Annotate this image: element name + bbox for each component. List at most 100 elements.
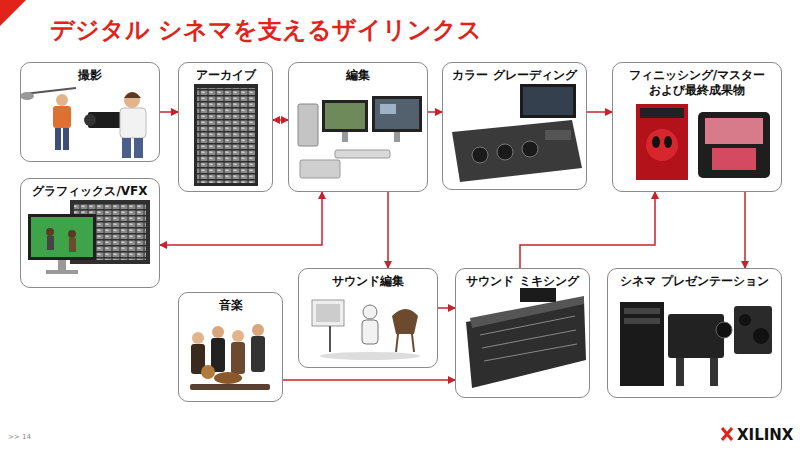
connector-arrow (283, 379, 455, 381)
final-product-photo (705, 118, 763, 144)
process-box: 編集 (288, 62, 428, 192)
vfx-workstation-photo (28, 200, 150, 274)
camera-crew-photo (134, 138, 143, 158)
grading-console-photo (472, 147, 488, 163)
editing-suite-photo (325, 103, 365, 129)
archive-rack-photo (197, 88, 255, 183)
final-product-photo (698, 112, 770, 178)
box-heading: 編集 (289, 63, 427, 83)
editing-suite-photo (372, 96, 422, 132)
connector-arrow (587, 111, 612, 113)
connector-arrow (428, 111, 442, 113)
mixing-console-photo (482, 330, 576, 348)
editing-suite-photo (380, 104, 396, 114)
vfx-workstation-photo (46, 270, 78, 274)
sound-editing-illustration (396, 334, 398, 352)
musicians-photo (201, 365, 215, 379)
musicians-photo (214, 372, 242, 384)
cinema-equipment-photo (624, 308, 660, 314)
editing-suite-photo (300, 160, 340, 178)
vfx-workstation-photo (58, 260, 66, 270)
cinema-equipment-photo (710, 358, 718, 386)
musicians-photo (232, 330, 244, 342)
mixing-console-photo (466, 288, 586, 388)
sound-editing-illustration (312, 300, 420, 360)
grading-console-photo (497, 144, 513, 160)
cinema-equipment-photo (734, 306, 772, 354)
process-box: カラー グレーディング (442, 62, 587, 190)
vfx-workstation-photo (69, 238, 76, 252)
archive-rack-photo (194, 84, 258, 186)
musicians-photo (251, 336, 265, 372)
vfx-workstation-photo (46, 228, 54, 236)
box-heading: アーカイブ (179, 63, 272, 83)
logo-mark (722, 428, 732, 440)
logo-mark (722, 428, 732, 440)
box-heading: サウンド編集 (299, 269, 437, 289)
process-box: サウンド ミキシング (455, 268, 590, 398)
connector-arrow (273, 119, 288, 121)
grading-console-photo (522, 141, 538, 157)
musicians-photo (231, 342, 245, 374)
musicians-photo (190, 324, 270, 390)
corner-mark (0, 0, 26, 26)
cinema-equipment-photo (620, 302, 664, 386)
process-box: シネマ プレゼンテーション (607, 268, 782, 398)
camera-crew-photo (63, 128, 69, 150)
connector-arrow (520, 192, 655, 268)
sound-editing-illustration (312, 300, 344, 326)
sound-editing-illustration (316, 304, 340, 322)
box-heading: フィニッシング/マスター および最終成果物 (613, 63, 781, 98)
cinema-equipment-photo (624, 318, 660, 324)
page-number: >> 14 (8, 433, 31, 441)
mixing-console-photo (520, 288, 556, 302)
vfx-workstation-photo (28, 214, 96, 260)
slide-title: デジタル シネマを支えるザイリンクス (50, 14, 482, 46)
camera-crew-photo (53, 106, 71, 128)
mixing-console-photo (480, 316, 575, 335)
company-logo-text: XILINX (737, 426, 793, 444)
connector-arrow (387, 192, 389, 268)
box-heading: 撮影 (21, 63, 159, 83)
musicians-photo (211, 338, 225, 372)
final-product-photo (636, 104, 688, 180)
camera-crew-photo (56, 94, 68, 106)
editing-suite-photo (335, 150, 390, 158)
vfx-workstation-photo (31, 217, 93, 257)
connector-arrow (744, 192, 746, 268)
editing-suite-photo (342, 132, 348, 142)
sound-editing-illustration (329, 326, 331, 352)
grading-console-photo (452, 84, 582, 182)
process-box: 音楽 (178, 292, 283, 402)
final-product-photo (712, 148, 756, 170)
process-box: 撮影 (20, 62, 160, 162)
camera-crew-photo (55, 128, 61, 150)
sound-editing-illustration (392, 309, 418, 334)
corner-mark (0, 0, 26, 26)
sound-editing-illustration (362, 320, 378, 344)
camera-crew-photo (124, 92, 140, 108)
camera-crew-photo (124, 92, 141, 98)
cinema-equipment-photo (716, 322, 732, 338)
cinema-equipment-photo (620, 302, 772, 386)
editing-suite-photo (394, 132, 400, 142)
camera-crew-photo (20, 88, 146, 158)
camera-crew-photo (84, 114, 96, 126)
vfx-workstation-photo (68, 230, 76, 238)
connector-arrow (160, 192, 322, 245)
mixing-console-photo (484, 344, 577, 361)
grading-console-photo (545, 130, 571, 140)
archive-rack-photo (194, 84, 258, 186)
cinema-equipment-photo (668, 314, 724, 358)
musicians-photo (190, 384, 270, 390)
cinema-equipment-photo (739, 314, 751, 326)
grading-console-photo (452, 120, 582, 182)
final-product-photo (664, 136, 672, 148)
process-box: アーカイブ (178, 62, 273, 192)
musicians-photo (192, 332, 204, 344)
connector-arrow (160, 111, 178, 113)
editing-suite-photo (298, 96, 422, 178)
final-product-photo (640, 108, 684, 118)
